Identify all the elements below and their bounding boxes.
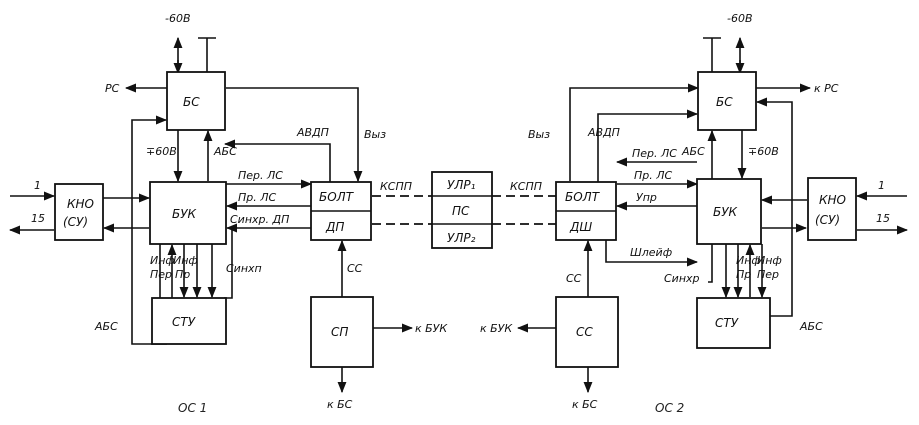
buk-block-label: БУК <box>172 207 197 221</box>
vyz-line <box>226 87 363 183</box>
abs-label: АБС <box>213 145 237 158</box>
vyz-line-2 <box>569 83 700 181</box>
pm60-label-2: ∓60В <box>748 145 779 158</box>
kno-block-2 <box>807 177 857 241</box>
ss-block <box>555 296 619 368</box>
buk-block-2 <box>696 178 762 245</box>
sp-block-label: СП <box>331 325 348 339</box>
sinhp-label: Синхп <box>226 262 262 275</box>
inf-label-2: Инф <box>173 254 198 267</box>
pm60-label: ∓60В <box>146 145 177 158</box>
ss-label: СС <box>347 262 363 275</box>
abs-loop-label: АБС <box>94 320 118 333</box>
sinhr-line <box>708 244 713 283</box>
bs-block-2 <box>697 71 757 131</box>
station-caption: ОС 1 <box>178 401 207 415</box>
per-label-2: Пер <box>757 268 779 281</box>
avdp-line <box>223 139 331 182</box>
minus-60v-label: -60В <box>165 12 191 25</box>
per-ls-label-2: Пер. ЛС <box>632 147 677 160</box>
line-path: КСПП УЛР₁ ПС УЛР₂ КСПП <box>372 171 556 249</box>
station-caption-2: ОС 2 <box>655 401 684 415</box>
ulr1-label: УЛР₁ <box>447 178 476 192</box>
minus-60v-label-2: -60В <box>727 12 753 25</box>
rs-label-2: к РС <box>814 82 839 95</box>
dsh-label: ДШ <box>569 220 592 234</box>
avdp-label: АВДП <box>296 126 329 139</box>
bs-block-label-2: БС <box>716 95 733 109</box>
pr-ls-label-2: Пр. ЛС <box>634 169 673 182</box>
shleif-line <box>605 240 699 267</box>
sp-block <box>310 296 374 368</box>
bs-block <box>166 71 226 131</box>
pr-label-2: Пр <box>736 268 751 281</box>
abs-loop-line <box>131 115 168 345</box>
abs-label-2: АБС <box>681 145 705 158</box>
kno-sub-label: (СУ) <box>63 215 88 229</box>
pr-ls-label: Пр. ЛС <box>238 191 277 204</box>
ps-label: ПС <box>452 204 470 218</box>
input-15-label-2: 15 <box>876 212 890 225</box>
inf-label-4: Инф <box>757 254 782 267</box>
station-1: -60В РС БС ∓60В АБС АБС КНО (СУ) 1 15 БУ… <box>8 12 448 415</box>
abs-loop-label-2: АБС <box>799 320 823 333</box>
bs-block-label: БС <box>183 95 200 109</box>
to-buk-label: к БУК <box>415 322 448 335</box>
abs-loop-line-2 <box>755 97 793 317</box>
kno-label: КНО <box>67 197 94 211</box>
inf-label-3: Инф <box>736 254 761 267</box>
stu-block-2 <box>696 297 771 349</box>
buk-block <box>149 181 227 245</box>
input-1-label: 1 <box>34 179 41 192</box>
kno-label-2: КНО <box>819 193 846 207</box>
stu-block-label-2: СТУ <box>715 316 739 330</box>
buk-block-label-2: БУК <box>713 205 738 219</box>
sinhr-dp-label: Синхр. ДП <box>230 213 289 226</box>
shleif-label: Шлейф <box>630 246 672 259</box>
vyz-label-2: Выз <box>528 128 550 141</box>
sinhr-label: Синхр <box>664 272 700 285</box>
avdp-label-2: АВДП <box>587 126 620 139</box>
dp-label: ДП <box>325 220 344 234</box>
to-bs-label-2: к БС <box>572 398 598 411</box>
kspp-label: КСПП <box>380 180 412 193</box>
ss-block-label: СС <box>576 325 593 339</box>
kno-block <box>54 183 104 241</box>
input-1-label-2: 1 <box>878 179 885 192</box>
vyz-label: Выз <box>364 128 386 141</box>
inf-label: Инф <box>150 254 175 267</box>
bolt-label: БОЛТ <box>319 190 355 204</box>
kspp-label-2: КСПП <box>510 180 542 193</box>
to-bs-label: к БС <box>327 398 353 411</box>
repeater-block <box>431 171 493 249</box>
to-buk-label-2: к БУК <box>480 322 513 335</box>
input-15-label: 15 <box>31 212 45 225</box>
per-ls-label: Пер. ЛС <box>238 169 283 182</box>
upr-label: Упр <box>636 191 657 204</box>
rs-label: РС <box>105 82 120 95</box>
per-label: Пер <box>150 268 172 281</box>
pr-label: Пр <box>175 268 190 281</box>
bolt-label-2: БОЛТ <box>565 190 601 204</box>
avdp-line-2 <box>597 109 699 182</box>
ulr2-label: УЛР₂ <box>447 231 476 245</box>
kno-sub-label-2: (СУ) <box>815 213 840 227</box>
stu-block <box>151 297 227 345</box>
ss-label-2: СС <box>566 272 582 285</box>
stu-block-label: СТУ <box>172 315 196 329</box>
station-2: БОЛТ ДШ Выз АВДП Пер. ЛС Пр. ЛС Упр Шлей… <box>480 12 909 415</box>
